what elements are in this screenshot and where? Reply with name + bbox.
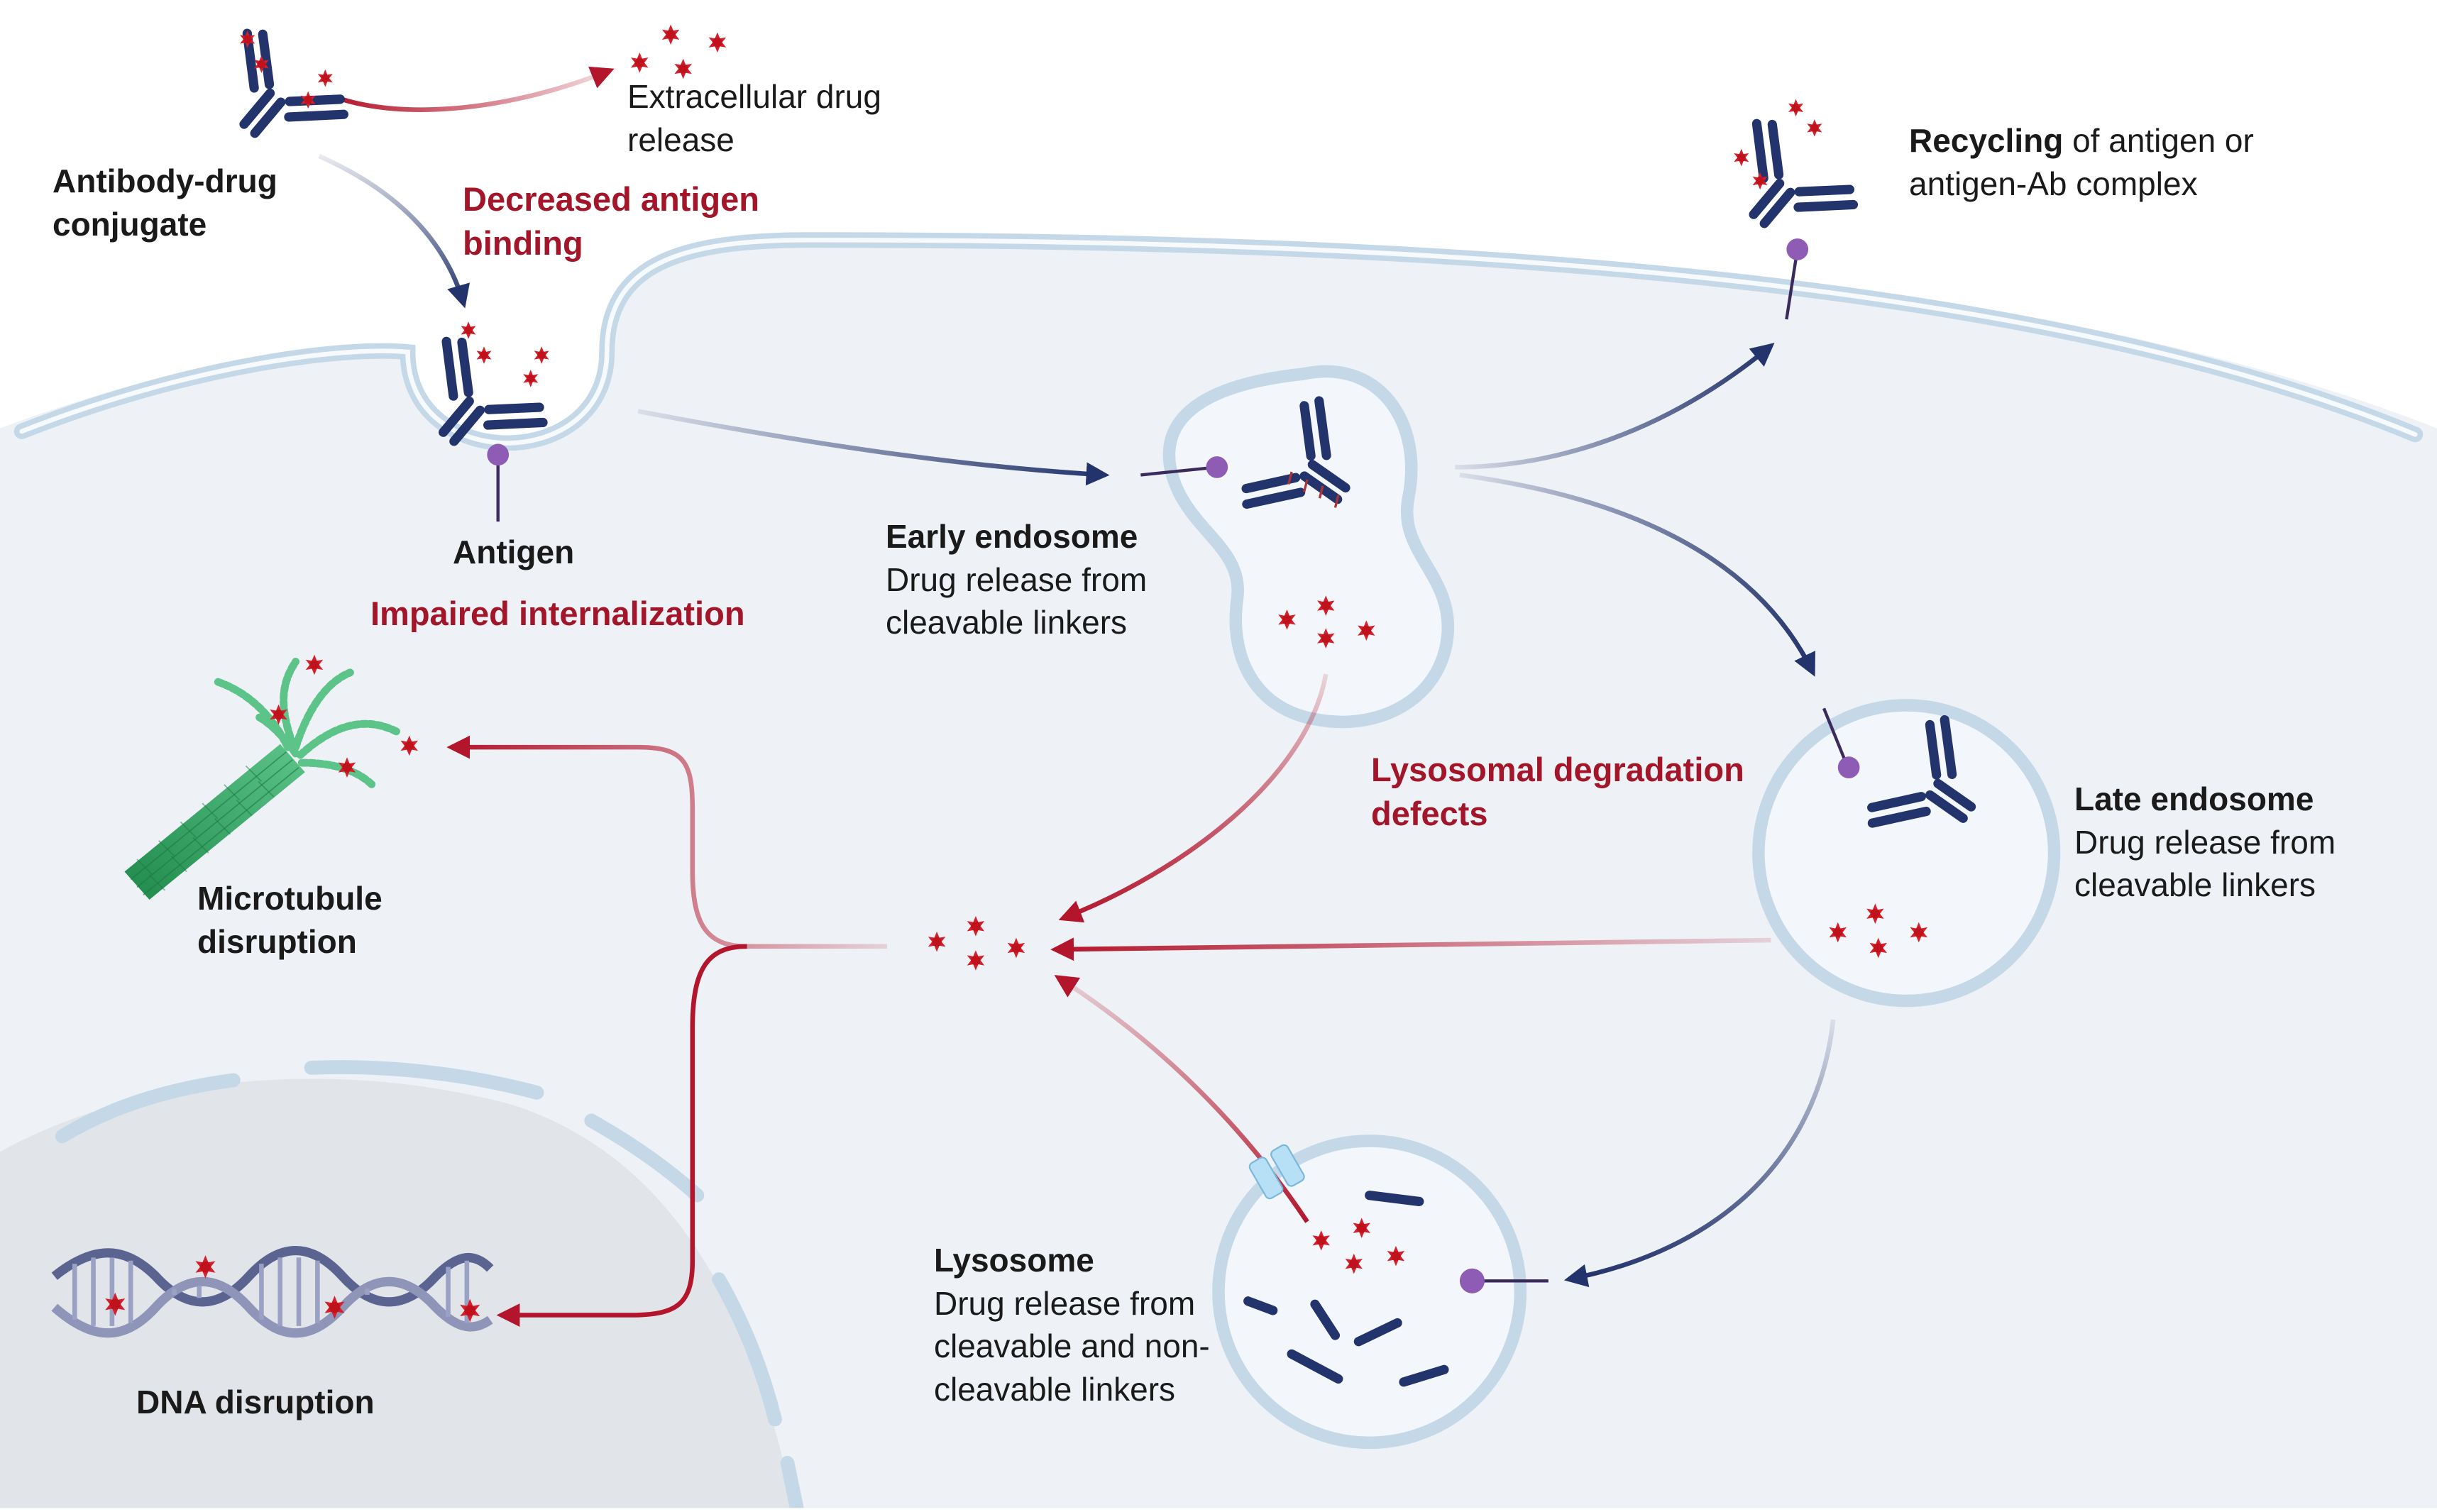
late-endosome-sub: Drug release from cleavable linkers	[2074, 823, 2336, 904]
label-impaired-internalization: Impaired internalization	[370, 592, 745, 636]
microtubule-icon	[124, 654, 418, 900]
drug-payload-icon	[708, 32, 727, 53]
arrow-to-recycling	[1455, 343, 1775, 470]
label-recycling: Recycling of antigen or antigen-Ab compl…	[1909, 119, 2254, 205]
drug-payload-icon	[1788, 99, 1804, 117]
label-lysosomal-degradation-defects: Lysosomal degradation defects	[1371, 748, 1744, 836]
drug-payload-icon	[461, 321, 476, 339]
antigen-icon	[487, 443, 510, 466]
nuclear-envelope-segment	[304, 1060, 544, 1100]
drug-payload-icon	[661, 24, 680, 45]
adc-label-text: Antibody-drug conjugate	[53, 162, 277, 243]
lysosome-sub: Drug release from cleavable and non- cle…	[934, 1284, 1210, 1408]
dna-label-text: DNA disruption	[136, 1384, 375, 1420]
drug-payload-icon	[523, 370, 539, 387]
antigen-icon	[1206, 456, 1228, 478]
label-microtubule-disruption: Microtubule disruption	[197, 877, 383, 963]
nucleus	[0, 1060, 804, 1508]
antigen-icon	[1786, 238, 1809, 260]
arrow-early-to-drug	[1058, 673, 1328, 923]
nuclear-envelope-segment	[55, 1073, 241, 1144]
lysosome-title: Lysosome	[934, 1242, 1094, 1279]
label-dna-disruption: DNA disruption	[136, 1381, 375, 1424]
nuclear-envelope-segment	[780, 1455, 804, 1508]
arrow-late-to-drug	[1050, 937, 1771, 961]
arrow-internalization	[637, 409, 1110, 486]
lysosomal-defects-text: Lysosomal degradation defects	[1371, 751, 1744, 833]
early-endosome-vesicle	[1162, 365, 1455, 729]
dna-helix-icon	[51, 1245, 494, 1338]
drug-payload-icon	[1807, 119, 1822, 137]
drug-payload-icon	[476, 346, 492, 364]
label-decreased-antigen-binding: Decreased antigen binding	[463, 177, 759, 265]
antigen-icon	[1459, 1268, 1485, 1293]
lysosome-channel-icon	[1248, 1144, 1305, 1200]
nuclear-envelope-segment	[584, 1113, 705, 1203]
arrow-to-dna	[496, 944, 747, 1327]
antigen-icon	[1837, 756, 1860, 778]
recycled-antibody-icon	[1711, 116, 1859, 260]
drug-payload-icon	[534, 346, 549, 364]
degraded-antibody-fragments	[1243, 1191, 1449, 1387]
impaired-label-text: Impaired internalization	[370, 595, 745, 632]
antigen-label-text: Antigen	[453, 534, 575, 570]
drug-payload-icon	[317, 69, 333, 87]
drug-payload-icon	[630, 52, 649, 73]
microtubule-label-text: Microtubule disruption	[197, 880, 383, 960]
early-endosome-title: Early endosome	[886, 518, 1138, 555]
arrow-extracellular-release	[334, 66, 615, 112]
label-antibody-drug-conjugate: Antibody-drug conjugate	[53, 160, 277, 245]
nucleus-body	[0, 1078, 794, 1508]
arrow-to-lysosome	[1563, 1019, 1836, 1288]
recycling-bold-text: Recycling	[1909, 122, 2064, 159]
decreased-binding-text: Decreased antigen binding	[463, 180, 759, 263]
antibody-drug-conjugate-icon	[201, 26, 349, 170]
label-antigen: Antigen	[453, 531, 574, 574]
extracellular-label-text: Extracellular drug release	[627, 78, 881, 158]
arrow-to-late-endosome	[1459, 473, 1815, 677]
late-endosome-title: Late endosome	[2074, 780, 2314, 817]
drug-payload-icon	[1734, 148, 1749, 167]
nuclear-envelope-segment	[712, 1272, 782, 1427]
late-endosome-vesicle	[1752, 699, 2061, 1008]
recycling-rest-text: of antigen or antigen-Ab complex	[1909, 122, 2254, 202]
arrow-adc-to-binding	[318, 153, 470, 309]
arrow-to-microtubule	[446, 735, 887, 949]
early-endosome-sub: Drug release from cleavable linkers	[886, 561, 1148, 641]
label-extracellular-drug-release: Extracellular drug release	[627, 75, 881, 161]
